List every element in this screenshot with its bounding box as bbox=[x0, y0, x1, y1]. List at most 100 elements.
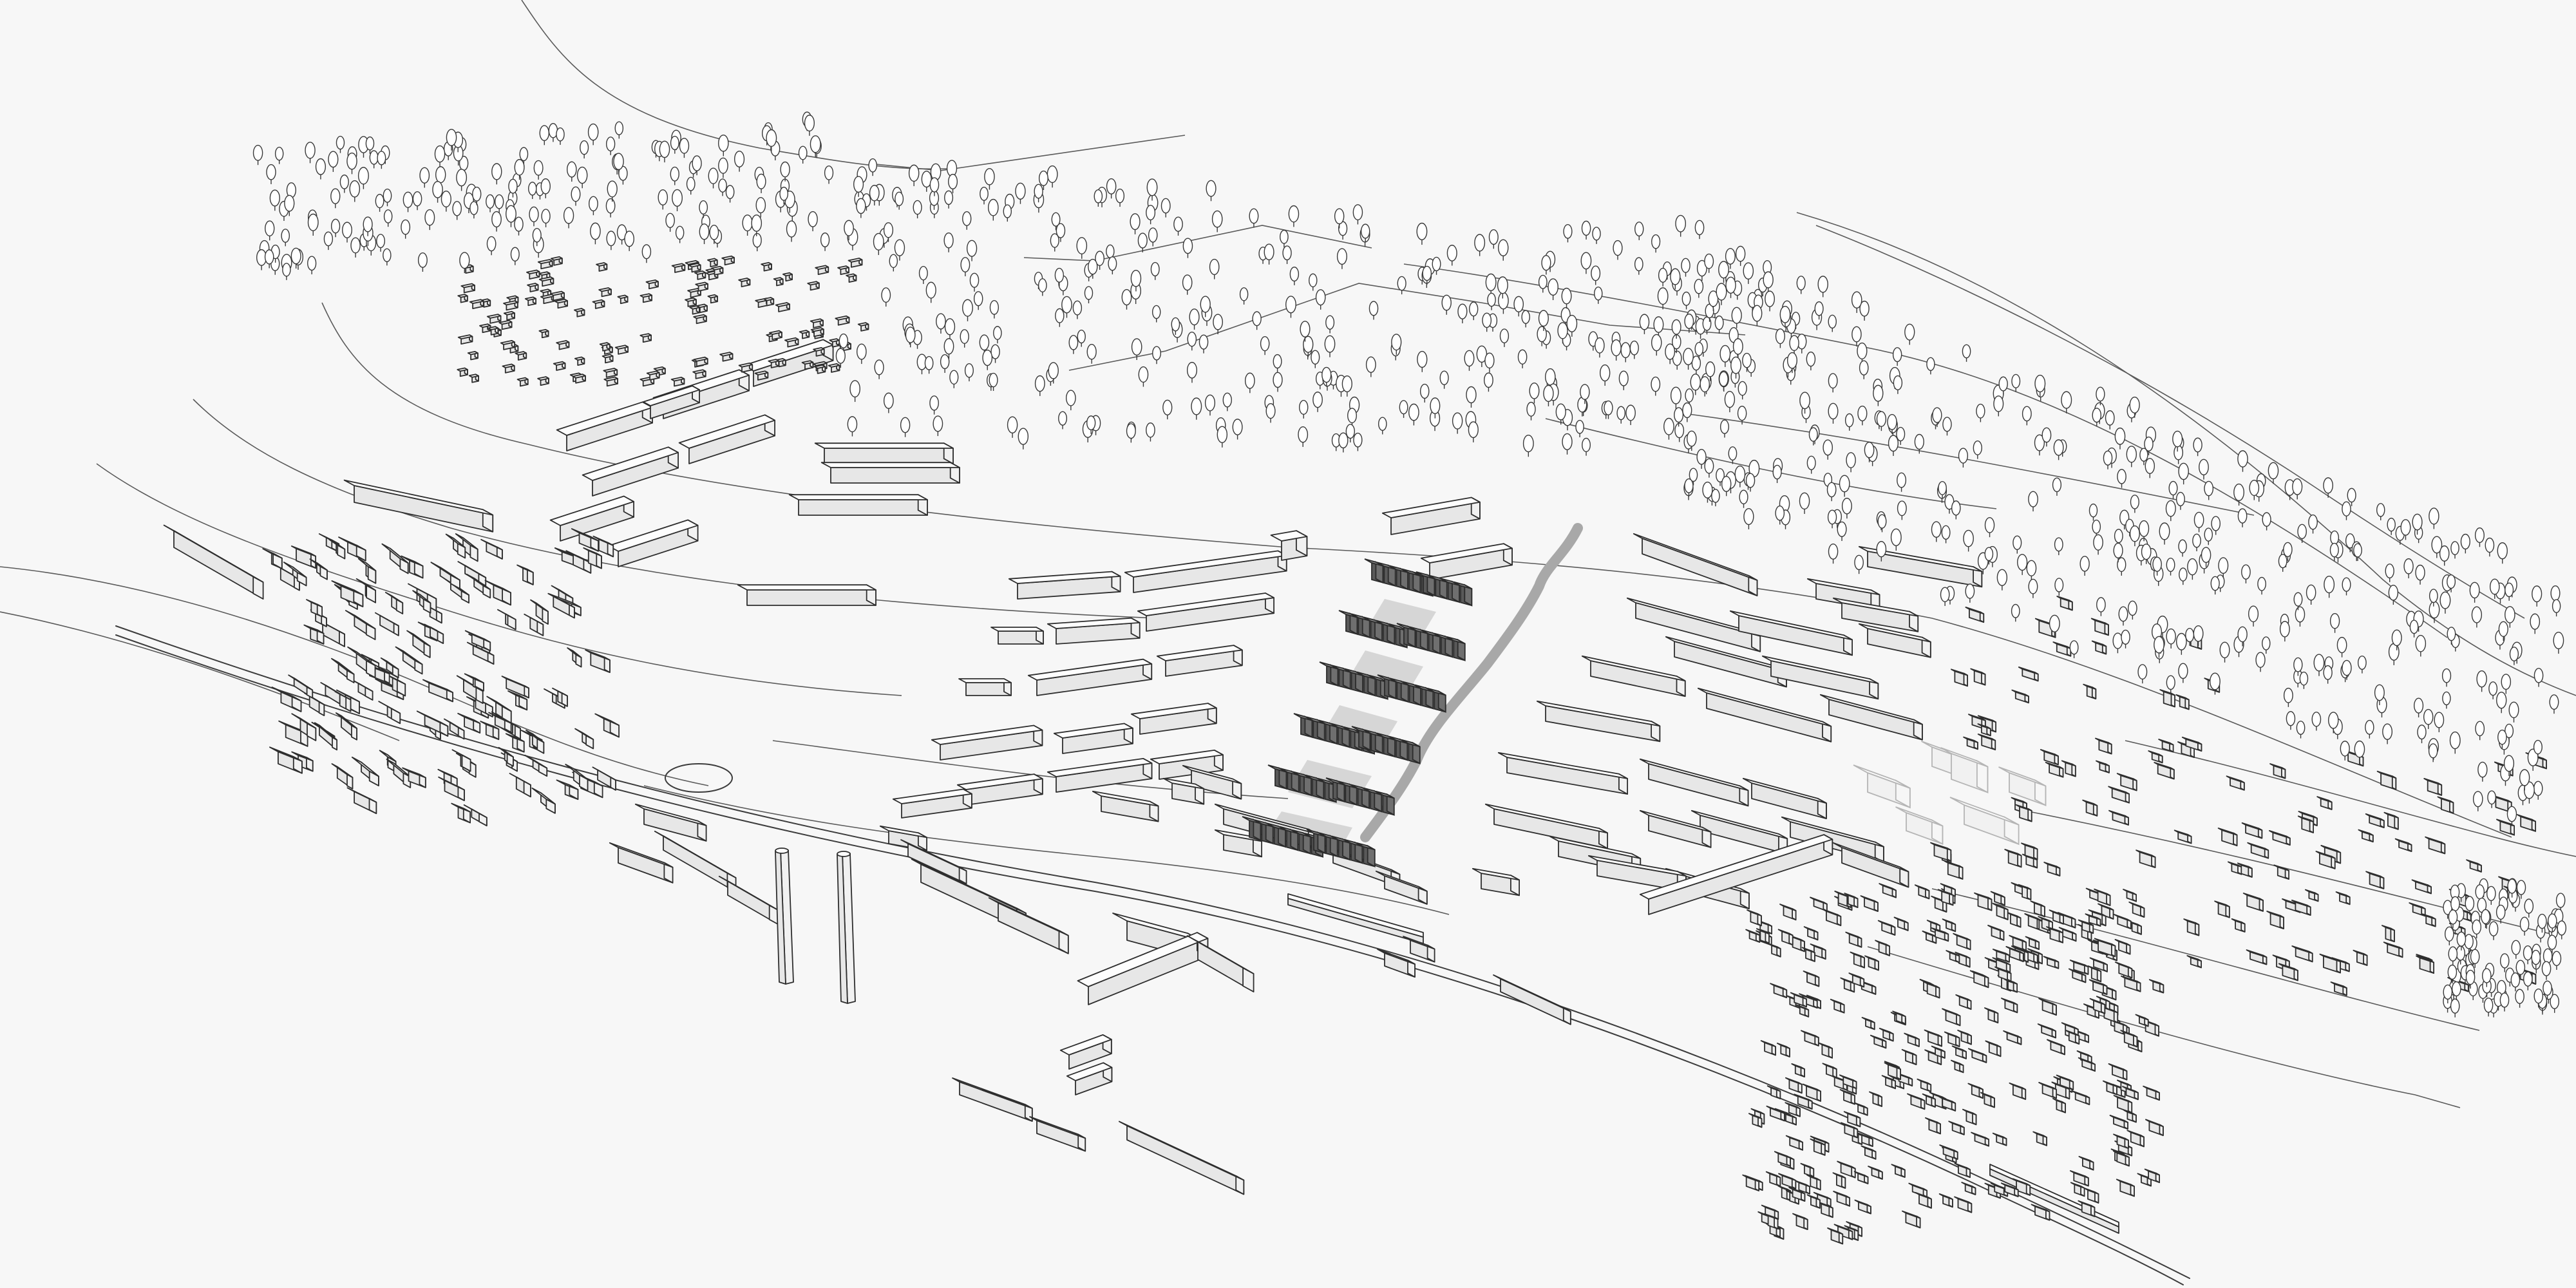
deciduous-tree-icon bbox=[2262, 512, 2271, 531]
building-block bbox=[1742, 777, 1827, 819]
house-block bbox=[2022, 949, 2038, 964]
deciduous-tree-icon bbox=[1616, 406, 1626, 424]
house-block bbox=[468, 374, 479, 383]
deciduous-tree-icon bbox=[752, 232, 762, 252]
building-block bbox=[1639, 810, 1712, 848]
house-block bbox=[505, 733, 525, 753]
building-block bbox=[1066, 1062, 1113, 1095]
building-block bbox=[1761, 655, 1879, 700]
deciduous-tree-icon bbox=[2168, 480, 2178, 499]
deciduous-tree-icon bbox=[1932, 407, 1942, 428]
house-block bbox=[1785, 1135, 1804, 1151]
deciduous-tree-icon bbox=[1513, 296, 1524, 317]
deciduous-tree-icon bbox=[993, 326, 1002, 344]
deciduous-tree-icon bbox=[1146, 422, 1155, 442]
project-housing-block bbox=[1388, 735, 1408, 761]
deciduous-tree-icon bbox=[2476, 670, 2487, 692]
house-block bbox=[2078, 919, 2094, 934]
deciduous-tree-icon bbox=[1321, 366, 1332, 387]
house-block bbox=[1791, 1063, 1805, 1077]
deciduous-tree-icon bbox=[281, 229, 290, 247]
deciduous-tree-icon bbox=[808, 211, 818, 232]
deciduous-tree-icon bbox=[1689, 468, 1698, 486]
deciduous-tree-icon bbox=[1484, 352, 1495, 373]
deciduous-tree-icon bbox=[1730, 356, 1741, 379]
house-block bbox=[516, 564, 534, 585]
house-block bbox=[567, 647, 582, 668]
deciduous-tree-icon bbox=[982, 349, 993, 370]
house-block bbox=[2070, 1182, 2085, 1197]
deciduous-tree-icon bbox=[2052, 477, 2062, 496]
deciduous-tree-icon bbox=[1222, 392, 1232, 412]
house-block bbox=[1800, 1162, 1815, 1178]
house-block bbox=[444, 718, 465, 740]
deciduous-tree-icon bbox=[1171, 317, 1180, 335]
house-block bbox=[1850, 951, 1865, 969]
house-block bbox=[328, 538, 346, 560]
house-block bbox=[1864, 955, 1879, 971]
deciduous-tree-icon bbox=[1828, 373, 1838, 393]
deciduous-tree-icon bbox=[2465, 969, 2476, 989]
house-block bbox=[1892, 1010, 1906, 1025]
deciduous-tree-icon bbox=[2508, 701, 2519, 723]
house-block bbox=[596, 262, 608, 272]
deciduous-tree-icon bbox=[2017, 554, 2028, 575]
project-housing-block bbox=[1331, 723, 1350, 748]
deciduous-tree-icon bbox=[529, 206, 539, 227]
deciduous-tree-icon bbox=[1779, 305, 1791, 328]
house-block bbox=[1868, 1166, 1883, 1180]
house-block bbox=[1742, 1174, 1760, 1191]
deciduous-tree-icon bbox=[2241, 564, 2251, 583]
deciduous-tree-icon bbox=[2530, 613, 2541, 634]
house-block bbox=[381, 543, 409, 574]
deciduous-tree-icon bbox=[2308, 514, 2318, 534]
deciduous-tree-icon bbox=[2248, 605, 2259, 627]
project-housing-block bbox=[1242, 816, 1262, 842]
house-block bbox=[1746, 909, 1762, 927]
deciduous-tree-icon bbox=[315, 158, 327, 180]
deciduous-tree-icon bbox=[2357, 655, 2367, 674]
deciduous-tree-icon bbox=[1700, 376, 1710, 397]
deciduous-tree-icon bbox=[1671, 319, 1681, 339]
house-block bbox=[445, 533, 466, 559]
deciduous-tree-icon bbox=[857, 343, 867, 365]
deciduous-tree-icon bbox=[1541, 254, 1551, 275]
house-block bbox=[1922, 1093, 1936, 1108]
deciduous-tree-icon bbox=[2428, 743, 2438, 762]
deciduous-tree-icon bbox=[1721, 476, 1732, 497]
project-housing-block bbox=[1363, 787, 1383, 813]
deciduous-tree-icon bbox=[2154, 636, 2164, 658]
deciduous-tree-icon bbox=[1745, 473, 1756, 492]
deciduous-tree-icon bbox=[1823, 439, 1833, 460]
deciduous-tree-icon bbox=[1896, 426, 1906, 445]
deciduous-tree-icon bbox=[2347, 488, 2356, 506]
house-block bbox=[1917, 1078, 1932, 1092]
house-block bbox=[814, 365, 826, 374]
house-block bbox=[2175, 694, 2190, 710]
deciduous-tree-icon bbox=[1711, 489, 1720, 507]
deciduous-tree-icon bbox=[1817, 276, 1828, 298]
deciduous-tree-icon bbox=[2488, 921, 2499, 940]
deciduous-tree-icon bbox=[1694, 220, 1705, 240]
deciduous-tree-icon bbox=[616, 224, 627, 245]
stream-corridor bbox=[1360, 523, 1583, 842]
deciduous-tree-icon bbox=[908, 164, 920, 187]
deciduous-tree-icon bbox=[2447, 574, 2456, 592]
deciduous-tree-icon bbox=[1419, 383, 1430, 403]
project-housing-block bbox=[1350, 784, 1370, 810]
house-block bbox=[2214, 900, 2230, 918]
house-block bbox=[1992, 949, 2010, 963]
house-block bbox=[2003, 1030, 2022, 1045]
planned-building bbox=[1998, 766, 2047, 807]
deciduous-tree-icon bbox=[2496, 692, 2507, 714]
house-block bbox=[2018, 667, 2039, 682]
house-block bbox=[2141, 1019, 2159, 1037]
project-housing-block bbox=[1280, 768, 1300, 793]
deciduous-tree-icon bbox=[2497, 542, 2508, 564]
deciduous-tree-icon bbox=[1484, 372, 1493, 392]
house-block bbox=[2304, 889, 2319, 902]
deciduous-tree-icon bbox=[1209, 258, 1220, 279]
deciduous-tree-icon bbox=[2193, 437, 2202, 457]
deciduous-tree-icon bbox=[377, 151, 386, 169]
deciduous-tree-icon bbox=[2340, 741, 2350, 761]
